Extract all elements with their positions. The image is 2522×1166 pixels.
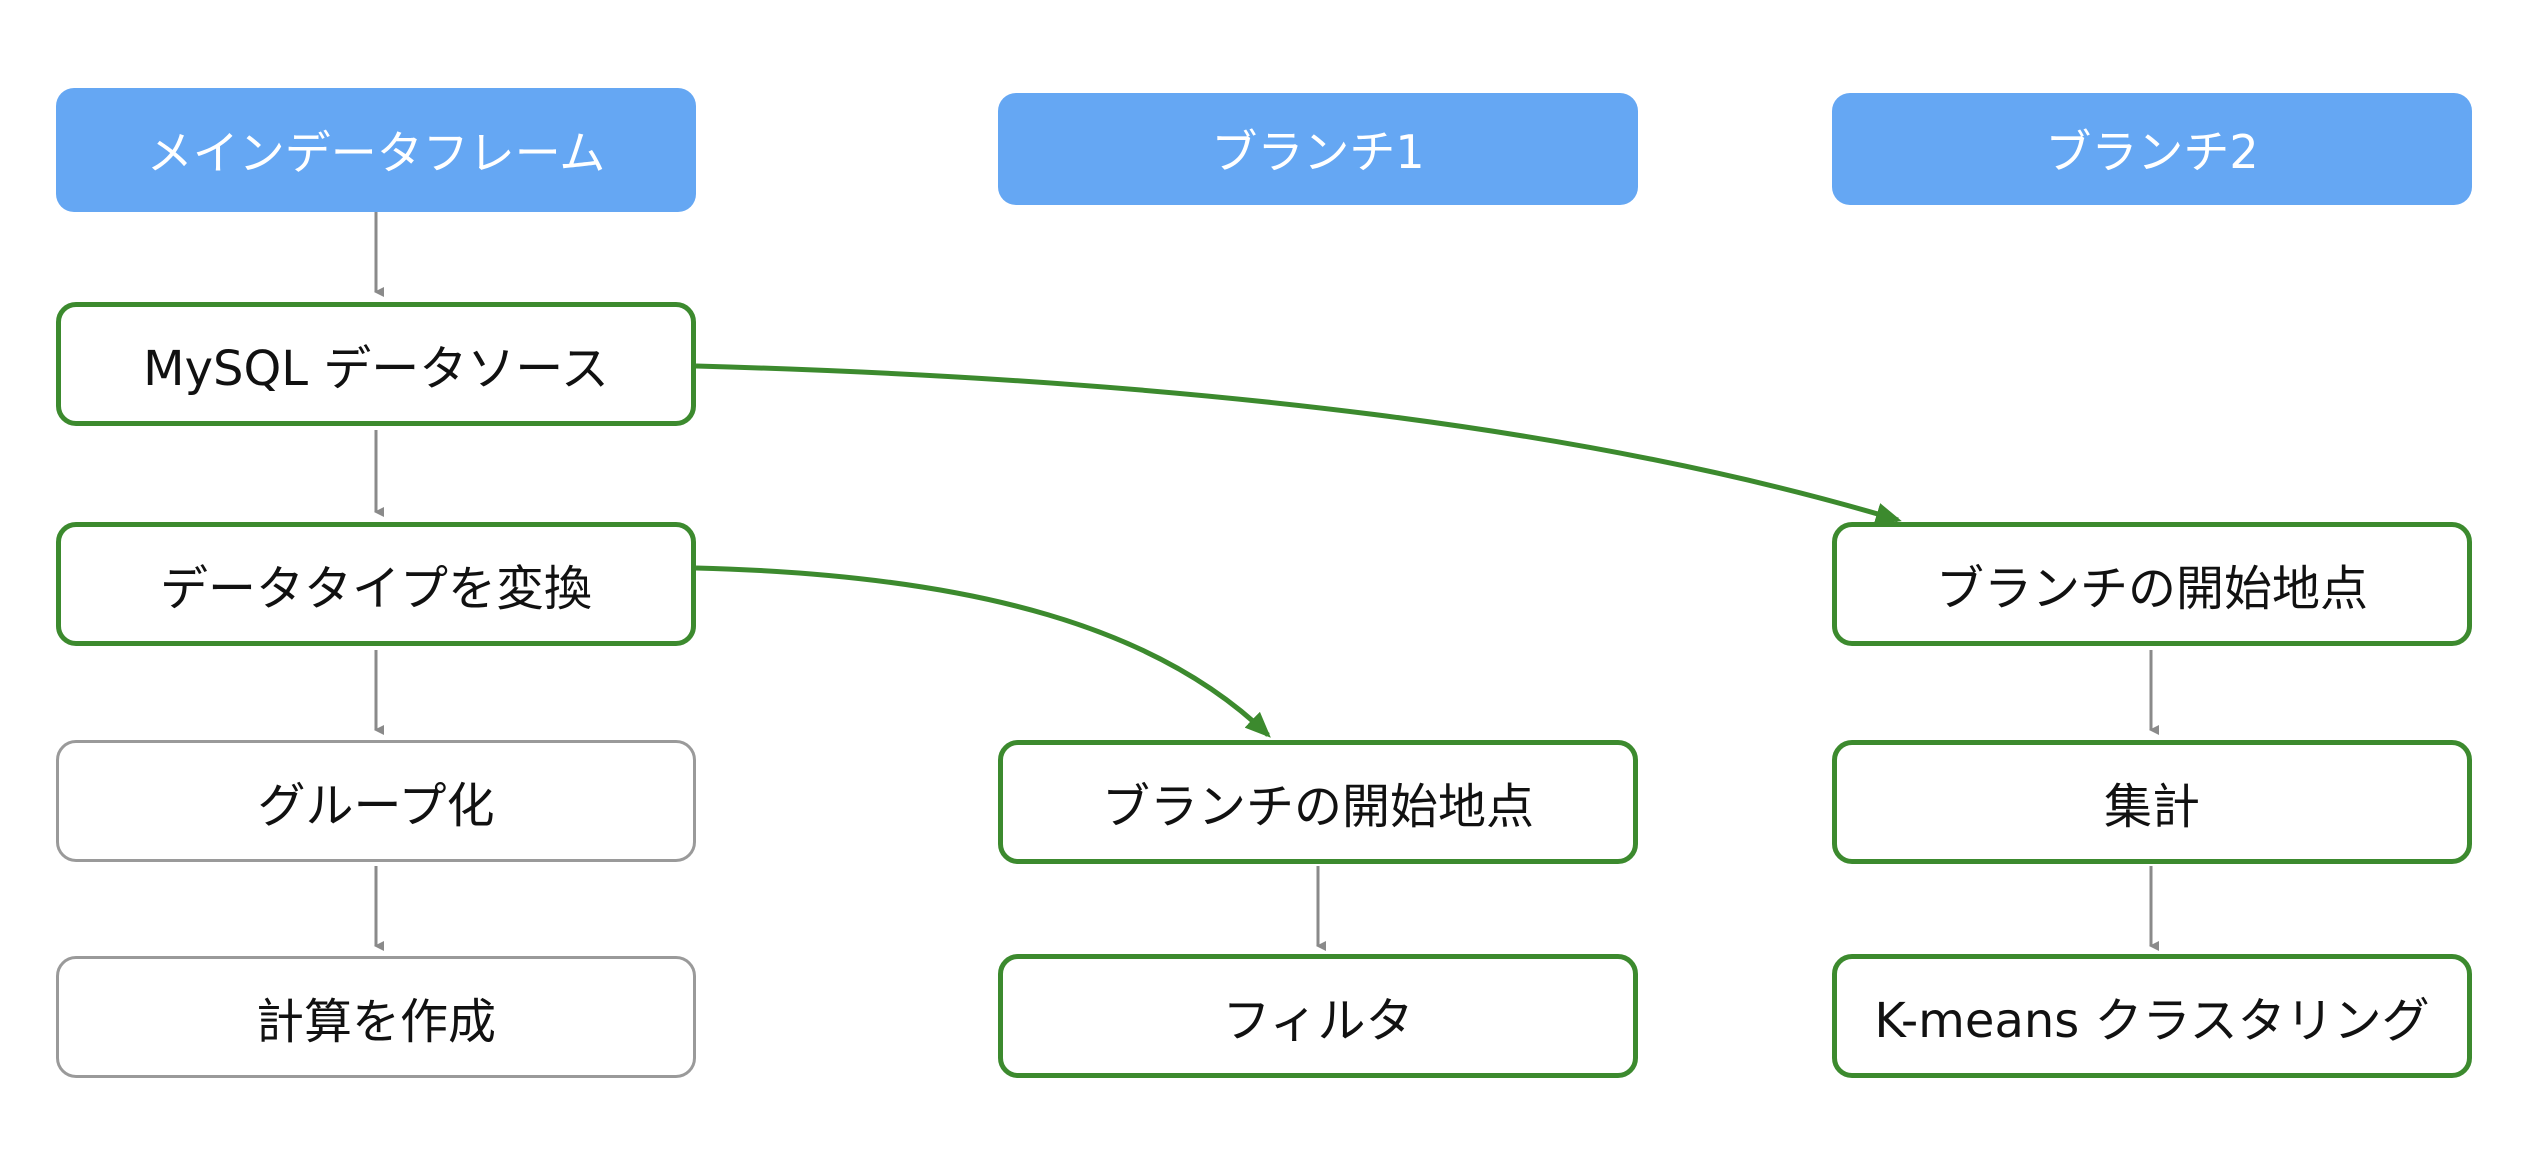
node-mysql-datasource[interactable]: MySQL データソース	[56, 302, 696, 426]
node-kmeans-clustering[interactable]: K-means クラスタリング	[1832, 954, 2472, 1078]
node-branch1-start[interactable]: ブランチの開始地点	[998, 740, 1638, 864]
header-branch2: ブランチ2	[1832, 93, 2472, 205]
header-main-dataframe: メインデータフレーム	[56, 88, 696, 212]
edge-convert-to-branch1	[695, 565, 1271, 738]
node-branch2-start[interactable]: ブランチの開始地点	[1832, 522, 2472, 646]
edge-mysql-to-branch2	[695, 363, 1902, 525]
node-group-by[interactable]: グループ化	[56, 740, 696, 862]
node-convert-datatype[interactable]: データタイプを変換	[56, 522, 696, 646]
node-aggregate[interactable]: 集計	[1832, 740, 2472, 864]
node-create-calculation[interactable]: 計算を作成	[56, 956, 696, 1078]
node-filter[interactable]: フィルタ	[998, 954, 1638, 1078]
header-branch1: ブランチ1	[998, 93, 1638, 205]
